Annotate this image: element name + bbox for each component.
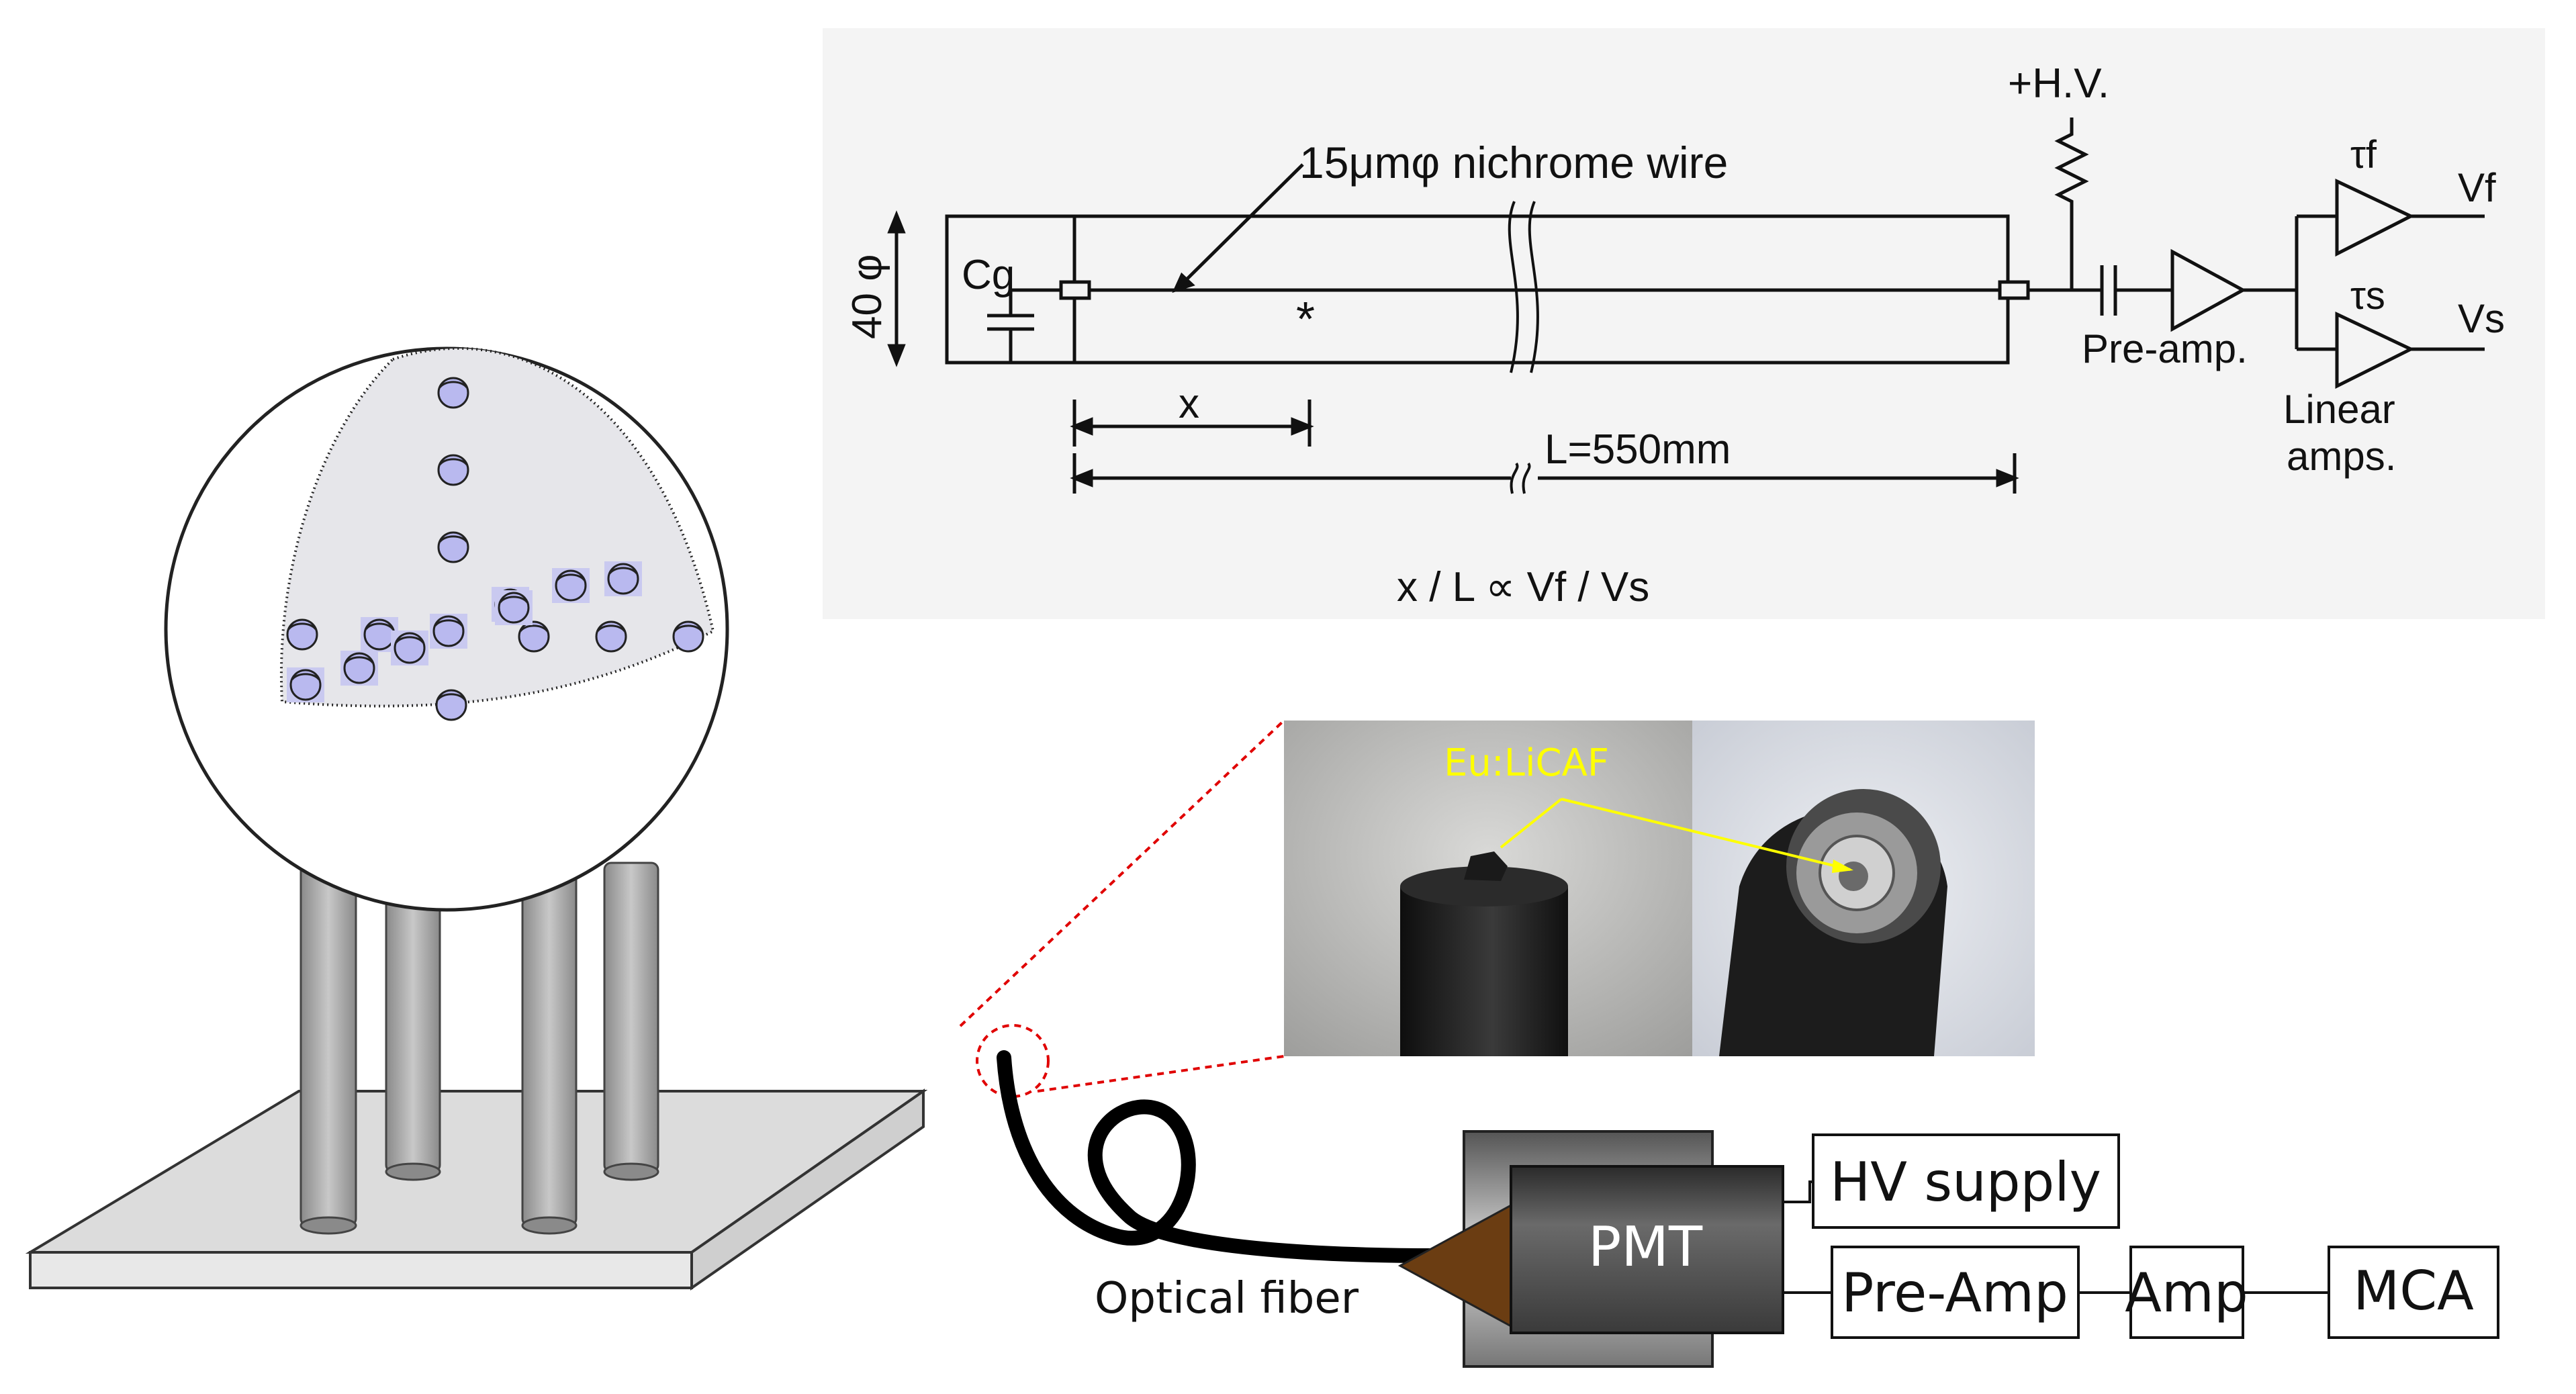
detector-element-rim (287, 622, 317, 630)
fiber-label: Optical fiber (1095, 1274, 1359, 1323)
fast-amp-symbol (2335, 179, 2415, 257)
zoom-line (1037, 1055, 1285, 1093)
detector-element-rim (519, 624, 549, 632)
detector-element-rim (608, 567, 638, 574)
detector-element (435, 689, 467, 721)
detector-element-rim (395, 636, 424, 643)
vf-label: Vf (2458, 165, 2496, 210)
hv-supply-box (1812, 1133, 2120, 1229)
vs-label: Vs (2458, 296, 2505, 341)
ionization-mark: * (1296, 293, 1315, 346)
zoom-circle (976, 1024, 1050, 1098)
wire-counter-schematic: +H.V. 15μmφ nichrome wire 40 φ Cg * x L=… (823, 28, 2545, 619)
base-plate-top (25, 1090, 928, 1254)
support-rod (521, 862, 578, 1227)
linear-amps-label: Linear (2283, 387, 2395, 432)
hv-label: +H.V. (2008, 60, 2109, 107)
preamp-box (1831, 1246, 2080, 1339)
x-label: x (1179, 381, 1199, 427)
crystal-arrow (1500, 798, 1563, 849)
detector-element (595, 620, 627, 653)
pmt-label: PMT (1588, 1215, 1703, 1279)
detector-element (432, 615, 465, 647)
schematic-background (823, 28, 2545, 619)
detector-element (607, 563, 639, 595)
crystal-photos: Eu:LiCAF (1284, 721, 2035, 1056)
mca-box (2328, 1246, 2499, 1339)
hv-supply-label: HV supply (1830, 1151, 2101, 1213)
detector-element-rim (344, 656, 374, 663)
detector-element-rim (596, 624, 626, 632)
crystal-arrow (1561, 798, 1851, 871)
amp-box-label: Amp (2125, 1262, 2248, 1324)
tau-f-label: τf (2350, 133, 2377, 177)
amp-box (2129, 1246, 2244, 1339)
mca-box-label: MCA (2353, 1260, 2474, 1322)
detector-element (343, 652, 375, 684)
preamp-box-label: Pre-Amp (1841, 1262, 2068, 1324)
cg-label: Cg (962, 252, 1015, 298)
position-formula: x / L ∝ Vf / Vs (1397, 564, 1649, 610)
diameter-label: 40 φ (844, 254, 890, 339)
linear-amps-label-2: amps. (2287, 434, 2396, 479)
detector-element-rim (439, 458, 468, 465)
crystal-label: Eu:LiCAF (1444, 741, 1609, 785)
fiber-tip-side (1400, 851, 1568, 1056)
readout-chain: PMT Optical fiber HV supply Pre-Amp Amp … (959, 719, 2499, 1368)
detector-element-rim (439, 535, 468, 543)
detector-element (555, 569, 587, 602)
cutaway-region (279, 346, 715, 708)
detector-element (437, 377, 469, 409)
preamp-label: Pre-amp. (2082, 326, 2248, 371)
detector-element (437, 531, 469, 563)
length-label: L=550mm (1545, 426, 1731, 473)
detector-element-rim (291, 673, 320, 680)
detector-element (672, 620, 704, 653)
detector-element-rim (365, 622, 394, 630)
detector-element-rim (434, 619, 463, 626)
detector-element (286, 618, 318, 651)
detector-element (518, 620, 550, 653)
detector-element-rim (436, 693, 466, 700)
fiber-tip-end (1719, 789, 1947, 1056)
detector-element-rim (674, 624, 703, 632)
detector-element (498, 592, 530, 624)
base-plate-side (690, 1088, 925, 1291)
light-guide (1397, 1203, 1512, 1328)
preamp-symbol (2170, 248, 2247, 332)
slow-amp-symbol (2335, 312, 2415, 389)
detector-element (437, 454, 469, 486)
support-rod (603, 862, 659, 1173)
crystal-arrowhead (1832, 859, 1853, 873)
detector-element-rim (556, 573, 586, 581)
tau-s-label: τs (2350, 274, 2385, 318)
zoom-line (959, 719, 1285, 1027)
detector-element-rim (439, 381, 468, 388)
sphere-stand-illustration (25, 346, 928, 1291)
support-rod (300, 862, 357, 1227)
optical-fiber (997, 1050, 1518, 1263)
detector-elements (286, 377, 704, 721)
base-plate-front (29, 1251, 693, 1289)
detector-element (289, 669, 322, 701)
pmt-body (1510, 1165, 1784, 1334)
wire-label: 15μmφ nichrome wire (1299, 138, 1728, 187)
detector-element (394, 632, 426, 664)
detector-element-rim (499, 596, 528, 603)
